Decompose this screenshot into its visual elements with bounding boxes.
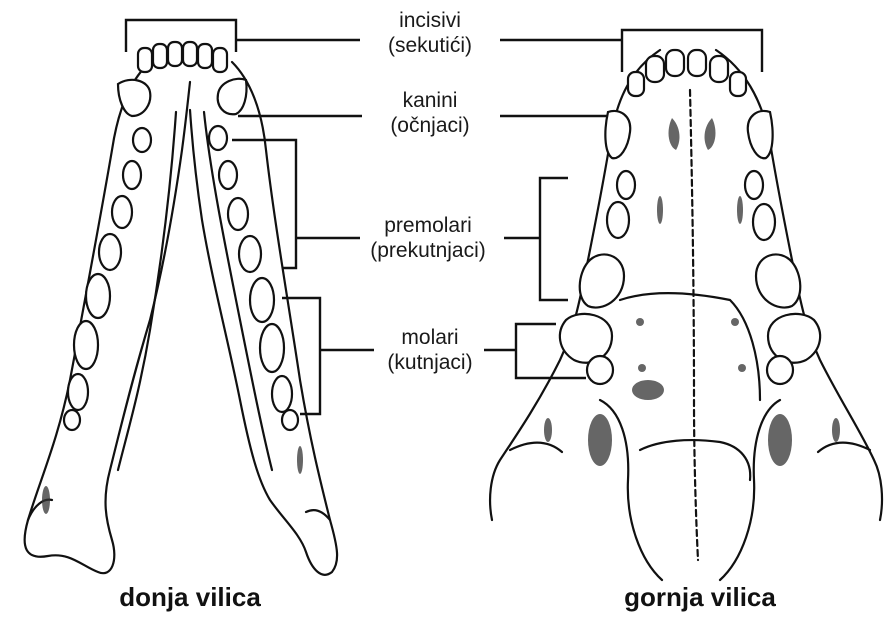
- molari-common-name: (kutnjaci): [340, 350, 520, 375]
- upper-jaw-caption: gornja vilica: [550, 582, 850, 612]
- incisivi-name: incisivi: [340, 8, 520, 33]
- lower-jaw-caption: donja vilica: [40, 582, 340, 612]
- upper-jaw-drawing: [490, 50, 882, 580]
- kanini-label: kanini (očnjaci): [340, 88, 520, 138]
- kanini-common-name: (očnjaci): [340, 113, 520, 138]
- kanini-name: kanini: [340, 88, 520, 113]
- lower-jaw-drawing: [25, 42, 337, 575]
- premolari-label: premolari (prekutnjaci): [338, 213, 518, 263]
- molari-label: molari (kutnjaci): [340, 325, 520, 375]
- molari-name: molari: [340, 325, 520, 350]
- premolari-common-name: (prekutnjaci): [338, 238, 518, 263]
- premolari-name: premolari: [338, 213, 518, 238]
- incisivi-label: incisivi (sekutići): [340, 8, 520, 58]
- incisivi-common-name: (sekutići): [340, 33, 520, 58]
